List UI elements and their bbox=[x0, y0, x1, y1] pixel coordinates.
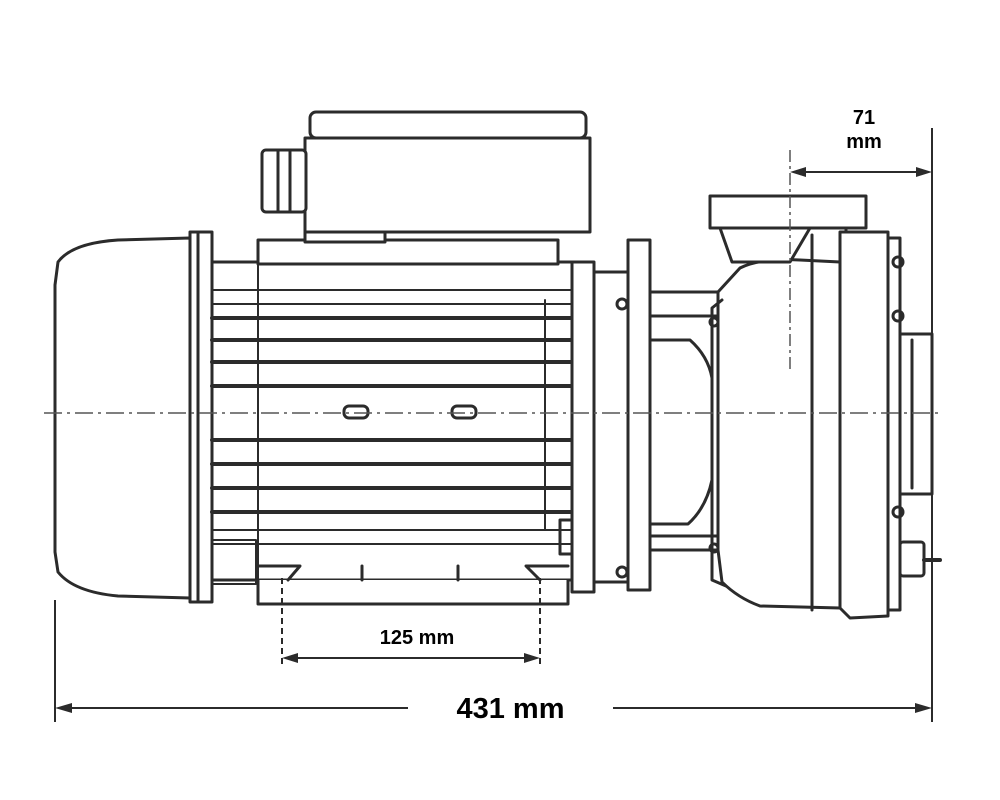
foot-spacing-label: 125 mm bbox=[379, 627, 455, 649]
end-bell bbox=[570, 238, 652, 594]
terminal-box bbox=[256, 110, 592, 266]
outlet-offset-value: 71 bbox=[852, 107, 876, 129]
foot-spacing-dimension bbox=[281, 578, 541, 668]
outlet-offset-label: 71 mm bbox=[822, 106, 906, 154]
motor-body bbox=[210, 260, 576, 585]
outlet-offset-unit: mm bbox=[846, 131, 882, 153]
motor-feet bbox=[256, 564, 570, 606]
outlet-pipe bbox=[708, 194, 868, 264]
pump-adapter bbox=[648, 290, 720, 552]
pump-housing bbox=[708, 230, 942, 620]
fan-cover bbox=[53, 230, 214, 604]
overall-length-label: 431 mm bbox=[408, 692, 613, 727]
outlet-offset-dimension bbox=[790, 167, 932, 177]
overall-length-dimension bbox=[54, 128, 933, 722]
